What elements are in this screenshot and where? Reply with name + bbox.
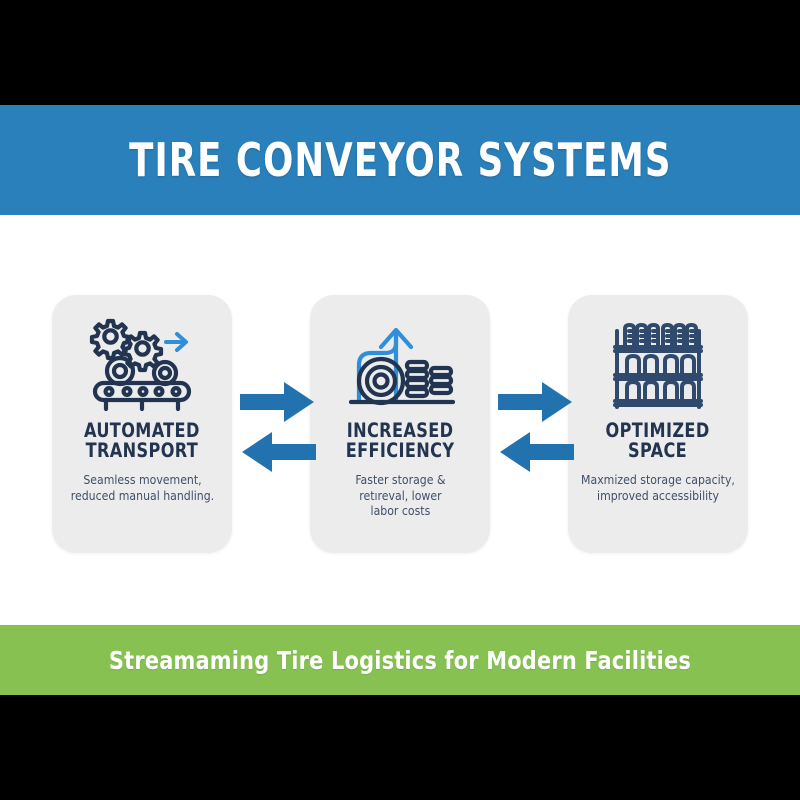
page-title: TIRE CONVEYOR SYSTEMS [128, 133, 672, 187]
header-band: TIRE CONVEYOR SYSTEMS [0, 105, 800, 215]
card-automated-transport[interactable]: AUTOMATED TRANSPORT Seamless movement, r… [52, 295, 232, 553]
content-stage: AUTOMATED TRANSPORT Seamless movement, r… [0, 215, 800, 625]
warehouse-rack-icon [603, 309, 713, 417]
card-optimized-space[interactable]: OPTIMIZED SPACE Maxmized storage capacit… [568, 295, 748, 553]
arrow-left-icon [242, 432, 316, 472]
connector-arrows-1 [240, 380, 316, 474]
footer-band: Streamaming Tire Logistics for Modern Fa… [0, 625, 800, 695]
card-description: Faster storage & retıreval, lower labor … [354, 473, 446, 519]
connector-arrows-2 [498, 380, 574, 474]
card-heading: INCREASED EFFICIENCY [345, 419, 455, 462]
rising-arrow-tires-icon [343, 309, 458, 417]
footer-tagline: Streamaming Tire Logistics for Modern Fa… [108, 645, 692, 675]
conveyor-belt-icon [82, 309, 202, 417]
card-heading: AUTOMATED TRANSPORT [84, 419, 200, 462]
card-description: Seamless movement, reduced manual handli… [70, 473, 214, 504]
card-increased-efficiency[interactable]: INCREASED EFFICIENCY Faster storage & re… [310, 295, 490, 553]
arrow-right-icon [498, 382, 572, 422]
arrow-right-icon [240, 382, 314, 422]
arrow-left-icon [500, 432, 574, 472]
card-heading: OPTIMIZED SPACE [605, 419, 711, 462]
card-description: Maxmized storage capacity, improved acce… [581, 473, 735, 504]
